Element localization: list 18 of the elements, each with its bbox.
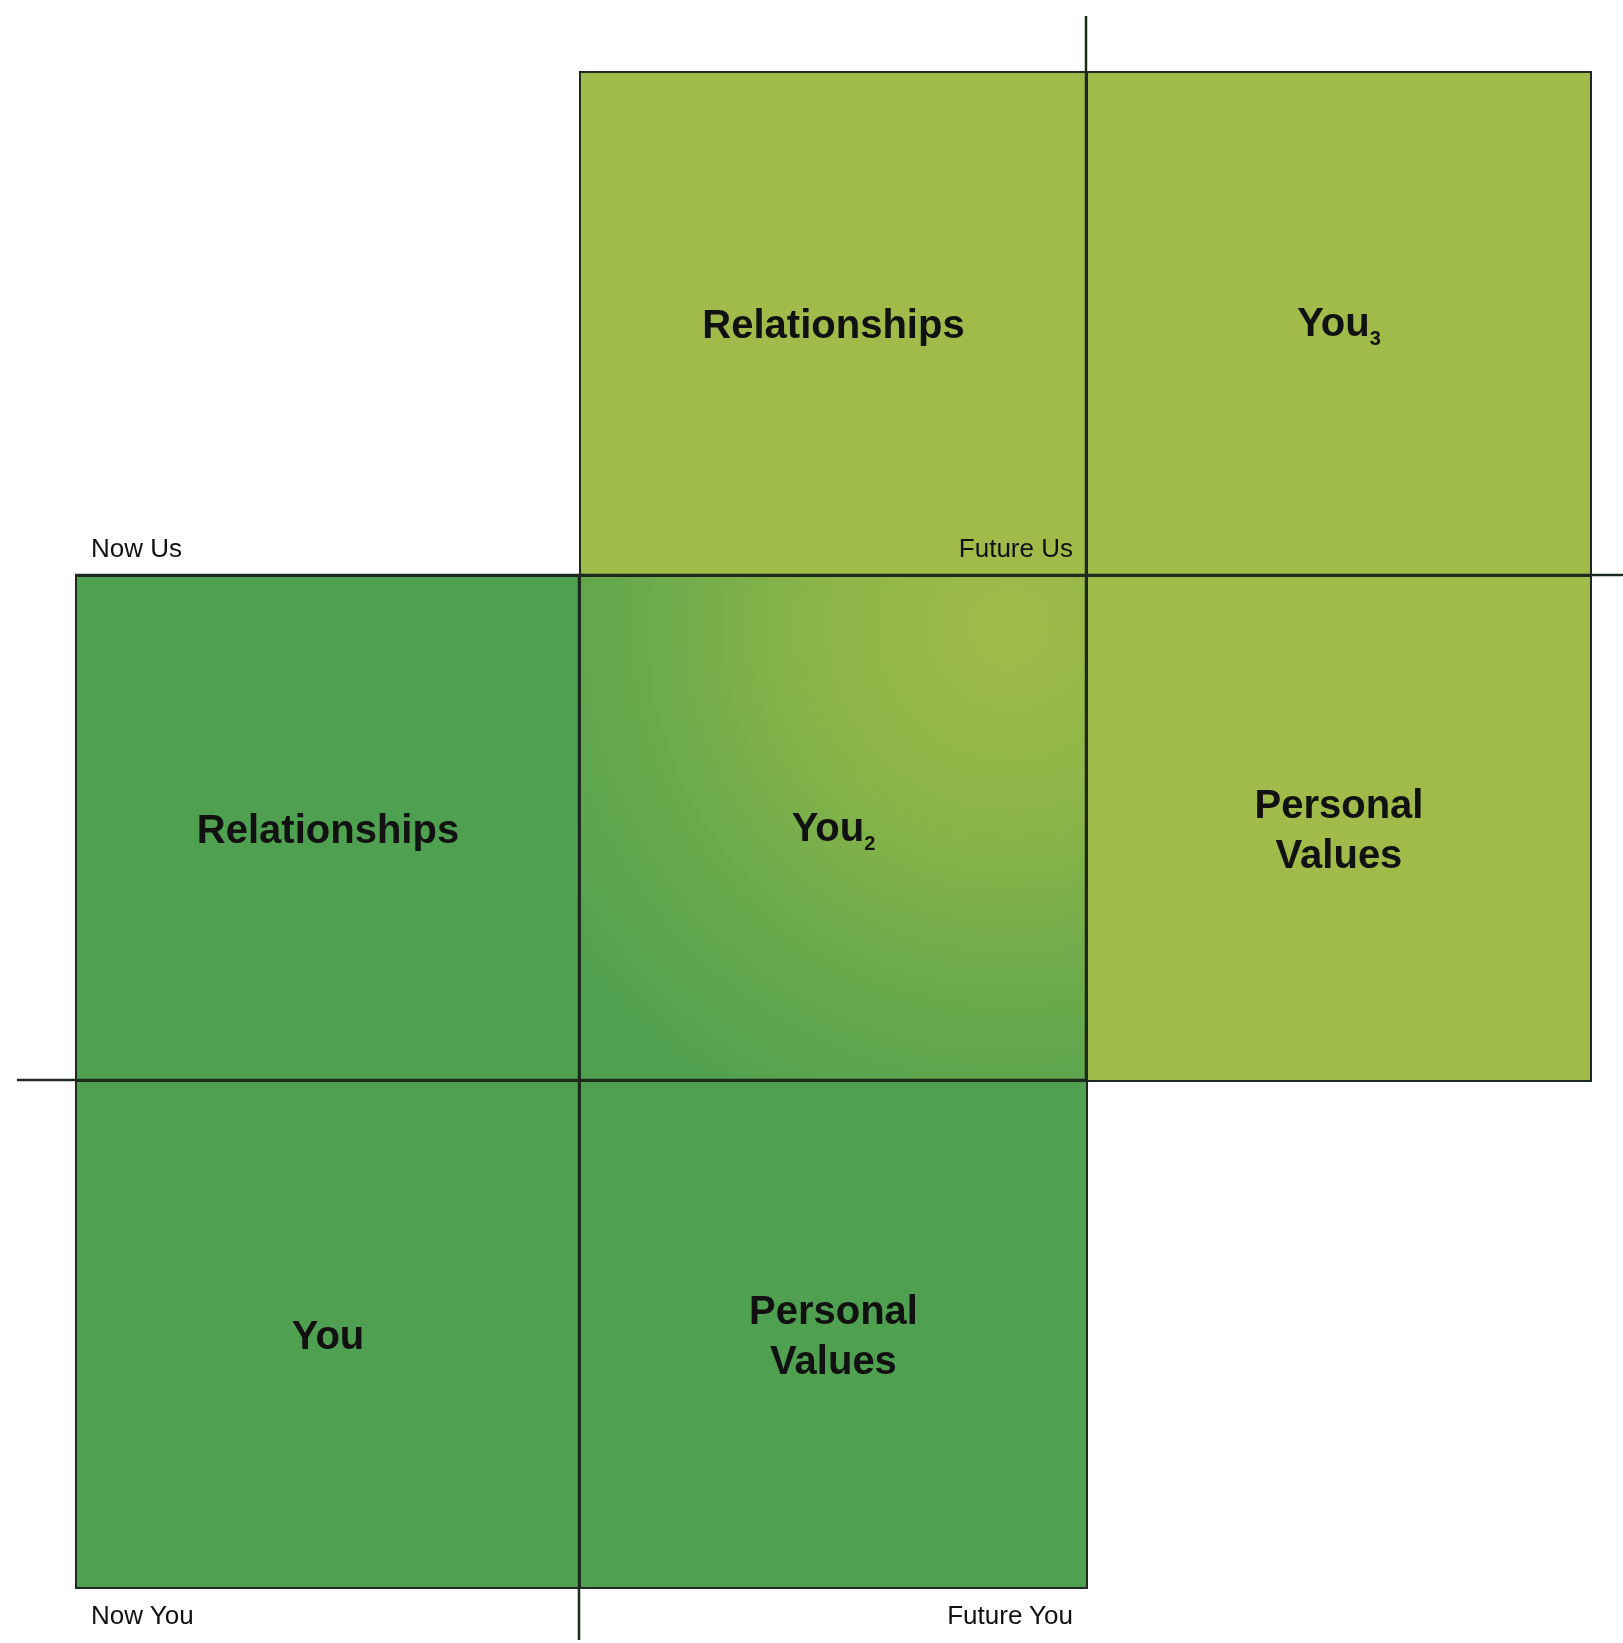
- quadrant-cell: [75, 1080, 581, 1589]
- quadrant-cell: [579, 575, 1088, 1082]
- quadrant-cell: [579, 71, 1088, 577]
- cell-label: You: [291, 1311, 365, 1359]
- cell-label: Personal Values: [1253, 780, 1425, 878]
- quadrant-cell: [1086, 71, 1592, 577]
- quadrant-cell: [75, 575, 581, 1082]
- axis-label: Future You: [947, 1600, 1073, 1631]
- axis-label: Future Us: [958, 533, 1073, 564]
- axis-label: Now Us: [91, 533, 182, 564]
- cell-label: You$_{3}$: [1297, 299, 1381, 351]
- axis-label: Now You: [91, 1600, 194, 1631]
- cell-label: You$_{2}$: [791, 803, 876, 856]
- quadrant-cell: [1086, 575, 1592, 1082]
- cell-label: Relationships: [196, 805, 460, 853]
- quadrant-cell: [579, 1080, 1088, 1589]
- cell-label: Relationships: [702, 301, 965, 348]
- cell-label: Personal Values: [748, 1286, 919, 1384]
